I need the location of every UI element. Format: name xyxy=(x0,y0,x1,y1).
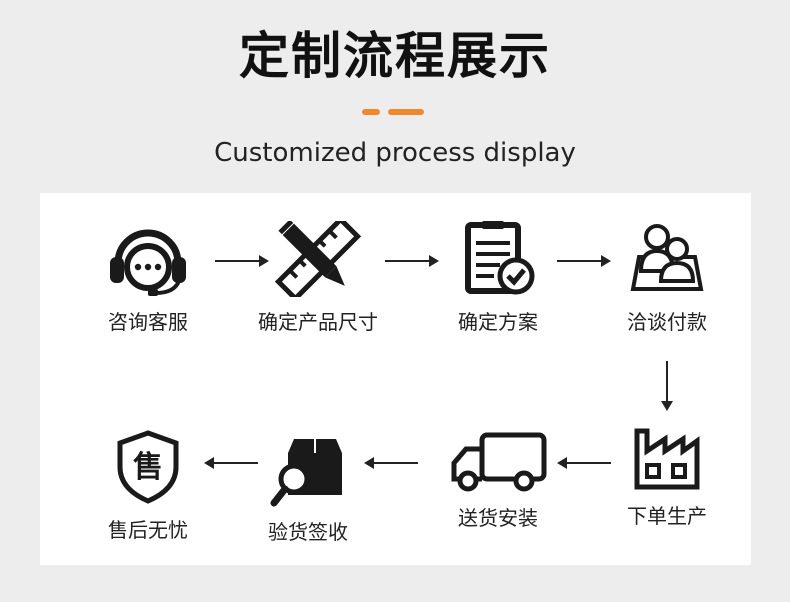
step-after-sales-label: 售后无忧 xyxy=(108,518,188,542)
step-payment: 洽谈付款 xyxy=(577,221,757,335)
step-delivery-label: 送货安装 xyxy=(458,506,538,530)
step-inspection-label: 验货签收 xyxy=(268,520,348,544)
step-plan: 确定方案 xyxy=(408,221,588,335)
people-icon xyxy=(630,224,704,291)
process-panel: 咨询客服 确定产品尺寸 xyxy=(40,193,751,565)
step-payment-label: 洽谈付款 xyxy=(627,310,707,334)
arrow-down-icon xyxy=(661,361,673,411)
step-production-label: 下单生产 xyxy=(627,504,707,528)
arrow-left-icon xyxy=(204,457,258,469)
arrow-left-icon xyxy=(364,457,418,469)
page-title: 定制流程展示 xyxy=(239,27,551,85)
arrow-right-icon xyxy=(385,255,439,267)
arrow-left-icon xyxy=(557,457,611,469)
step-after-sales: 售 售后无忧 xyxy=(58,429,238,543)
step-inspection: 验货签收 xyxy=(218,431,398,545)
shield-sale-icon: 售 xyxy=(117,430,179,504)
clipboard-check-icon xyxy=(465,221,535,295)
step-size-label: 确定产品尺寸 xyxy=(258,310,378,334)
step-consult: 咨询客服 xyxy=(58,221,238,335)
step-plan-label: 确定方案 xyxy=(458,310,538,334)
arrow-right-icon xyxy=(557,255,611,267)
step-size: 确定产品尺寸 xyxy=(228,221,408,335)
truck-icon xyxy=(451,432,547,492)
step-delivery: 送货安装 xyxy=(408,431,588,531)
ruler-pencil-icon xyxy=(274,221,362,297)
title-accent-short xyxy=(362,109,380,115)
package-search-icon xyxy=(270,439,342,507)
page-subtitle: Customized process display xyxy=(214,138,576,168)
arrow-right-icon xyxy=(215,255,269,267)
shield-glyph: 售 xyxy=(133,450,163,485)
headset-icon xyxy=(110,229,186,296)
title-accent-long xyxy=(388,109,424,115)
step-production: 下单生产 xyxy=(577,425,757,529)
factory-icon xyxy=(634,428,700,490)
step-consult-label: 咨询客服 xyxy=(108,310,188,334)
